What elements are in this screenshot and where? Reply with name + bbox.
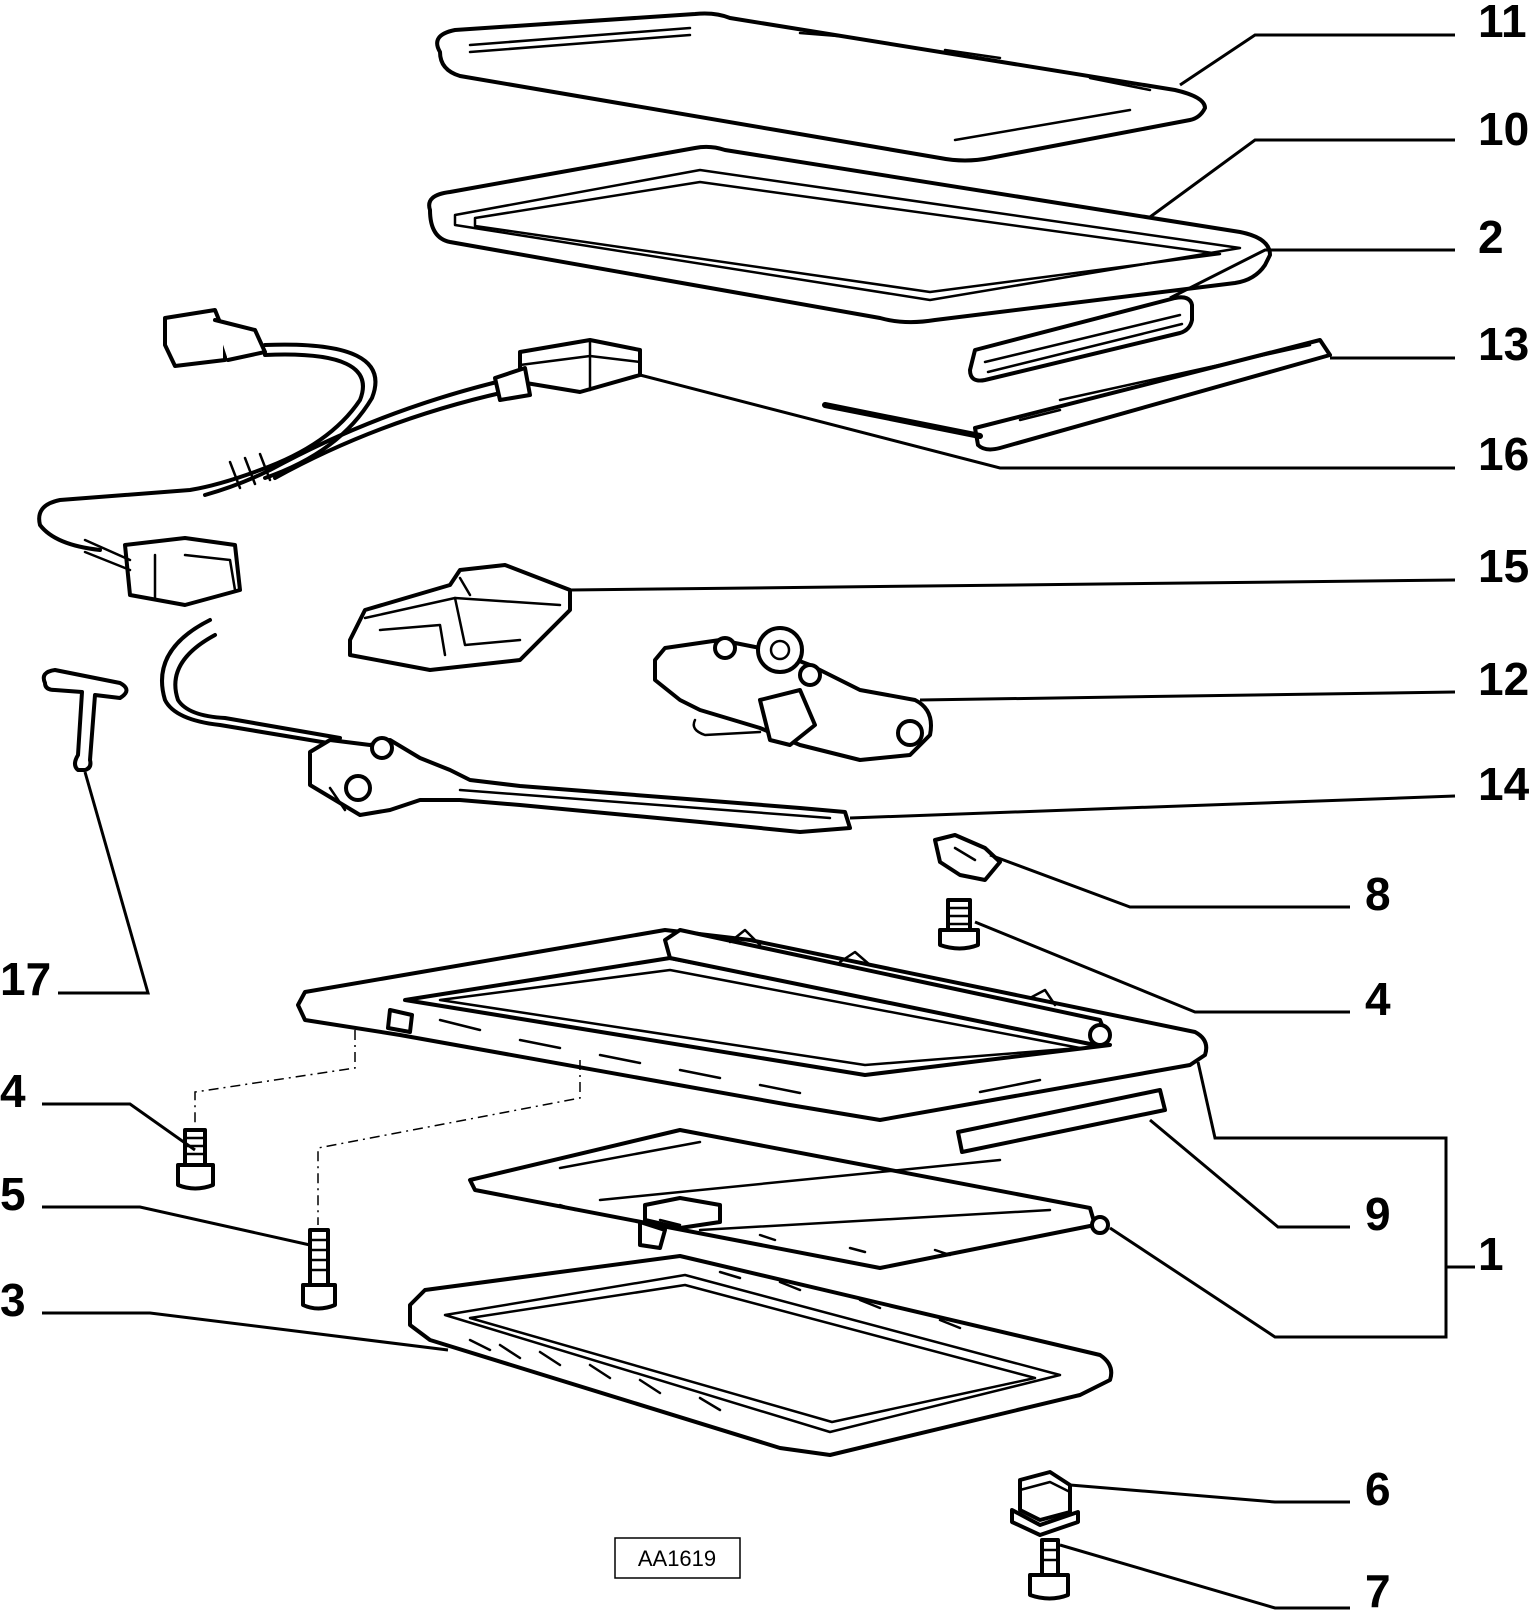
callout-9: 9 — [1365, 1188, 1391, 1240]
callout-12: 12 — [1478, 653, 1529, 705]
callout-16: 16 — [1478, 428, 1529, 480]
part-7-screw — [1028, 1538, 1070, 1601]
part-2-deflector-strip — [968, 295, 1194, 383]
callout-4-left: 4 — [0, 1065, 26, 1117]
part-6-nut-cage — [1010, 1470, 1080, 1537]
part-11-glass-panel — [435, 11, 1207, 163]
callout-1: 1 — [1478, 1228, 1504, 1280]
callout-10: 10 — [1478, 103, 1529, 155]
part-1-main-frame — [296, 928, 1209, 1122]
callout-15: 15 — [1478, 540, 1529, 592]
assembly-lines — [194, 1030, 581, 1225]
part-13-guide-rail — [822, 338, 1332, 452]
callout-11: 11 — [1478, 0, 1527, 47]
callout-6: 6 — [1365, 1463, 1391, 1515]
part-4-screw-left — [176, 1128, 215, 1191]
part-3-trim-frame — [408, 1254, 1114, 1457]
callout-13: 13 — [1478, 318, 1529, 370]
leader-lines — [42, 33, 1475, 1610]
callout-7: 7 — [1365, 1565, 1391, 1612]
part-1-sunshade-panel — [468, 1128, 1110, 1270]
part-15-control-module — [348, 563, 572, 672]
reference-code-label: AA1619 — [614, 1537, 741, 1579]
part-14-drive-cable — [160, 618, 852, 834]
callout-5: 5 — [0, 1168, 26, 1220]
part-9-seal-strip — [956, 1088, 1167, 1154]
part-4-screw-upper — [938, 898, 980, 951]
part-12-motor — [653, 626, 933, 762]
callout-17: 17 — [0, 953, 51, 1005]
part-16-wiring-harness — [37, 308, 642, 607]
callout-14: 14 — [1478, 758, 1530, 810]
part-5-screw-long — [301, 1228, 337, 1311]
part-17-t-handle — [41, 668, 129, 772]
callout-2: 2 — [1478, 211, 1504, 263]
part-10-seal-frame — [427, 144, 1272, 325]
callout-3: 3 — [0, 1274, 26, 1326]
part-8-clip — [933, 833, 1002, 882]
callout-4-right: 4 — [1365, 973, 1391, 1025]
reference-code: AA1619 — [638, 1546, 716, 1571]
callout-8: 8 — [1365, 868, 1391, 920]
